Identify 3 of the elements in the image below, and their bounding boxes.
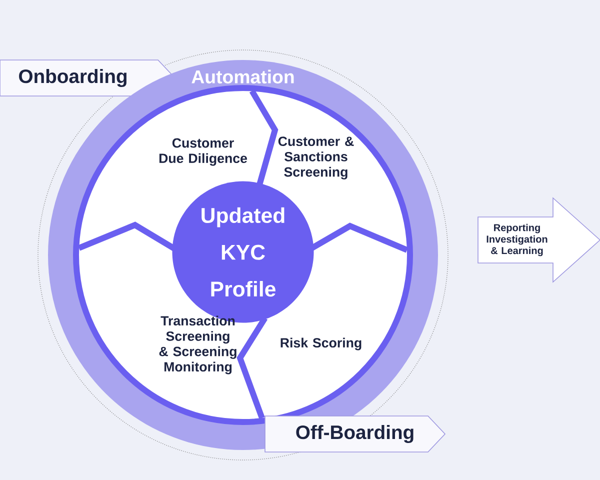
- segment-label: Customer & Sanctions Screening: [278, 136, 354, 180]
- segment-label: Risk Scoring: [280, 338, 362, 350]
- segment-label: Customer Due Diligence: [159, 138, 247, 166]
